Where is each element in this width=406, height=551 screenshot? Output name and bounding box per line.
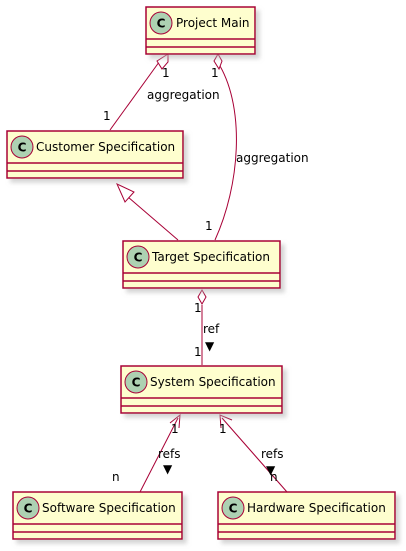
svg-text:C: C [24,502,33,516]
class-name: Customer Specification [36,140,175,154]
card-hardware-system-source: n [270,470,278,484]
relation-main-customer: 1 1 aggregation [103,53,220,131]
direction-arrow-icon: ▼ [163,462,173,476]
relation-hardware-system: 1 n refs ▼ [219,414,288,493]
class-customer-specification[interactable]: C Customer Specification [6,130,184,179]
class-system-specification[interactable]: C System Specification [120,365,283,414]
aggregation-diamond [213,52,223,71]
relation-software-system: 1 n refs ▼ [112,413,181,493]
relation-target-customer-inheritance [115,182,179,241]
relation-main-target: 1 1 aggregation [205,52,309,241]
card-target-system-source: 1 [194,301,202,315]
svg-text:C: C [18,141,27,155]
relation-label-software-system: refs [158,447,181,461]
direction-arrow-icon: ▼ [266,463,276,477]
card-hardware-system-target: 1 [219,422,227,436]
class-icon: C [10,135,34,159]
class-icon: C [16,496,40,520]
arrowhead [169,413,181,429]
class-name: Software Specification [42,501,176,515]
svg-text:C: C [229,502,238,516]
inheritance-triangle [115,182,135,203]
relation-label-target-system: ref [203,322,220,336]
class-target-specification[interactable]: C Target Specification [122,240,281,289]
card-main-target-target: 1 [205,219,213,233]
class-icon: C [124,370,148,394]
arrowhead [219,414,233,429]
relation-label-main-customer: aggregation [147,88,220,102]
svg-text:C: C [157,17,166,31]
card-software-system-target: 1 [171,422,179,436]
class-name: Project Main [176,16,250,30]
class-name: Hardware Specification [247,501,386,515]
class-icon: C [149,11,173,35]
relation-label-hardware-system: refs [261,447,284,461]
card-main-target-source: 1 [211,66,219,80]
card-target-system-target: 1 [194,345,202,359]
aggregation-diamond [197,288,207,306]
aggregation-diamond [156,53,169,70]
class-hardware-specification[interactable]: C Hardware Specification [217,491,396,540]
class-name: Target Specification [151,250,270,264]
card-main-customer-source: 1 [162,66,170,80]
card-main-customer-target: 1 [103,109,111,123]
direction-arrow-icon: ▼ [205,339,215,353]
relation-label-main-target: aggregation [236,151,309,165]
relation-target-system: 1 1 ref ▼ [194,288,220,365]
class-project-main[interactable]: C Project Main [145,6,256,55]
class-name: System Specification [150,375,276,389]
svg-text:C: C [134,251,143,265]
svg-text:C: C [132,376,141,390]
card-software-system-source: n [112,470,120,484]
class-software-specification[interactable]: C Software Specification [12,491,183,540]
class-icon: C [126,245,150,269]
class-icon: C [221,496,245,520]
